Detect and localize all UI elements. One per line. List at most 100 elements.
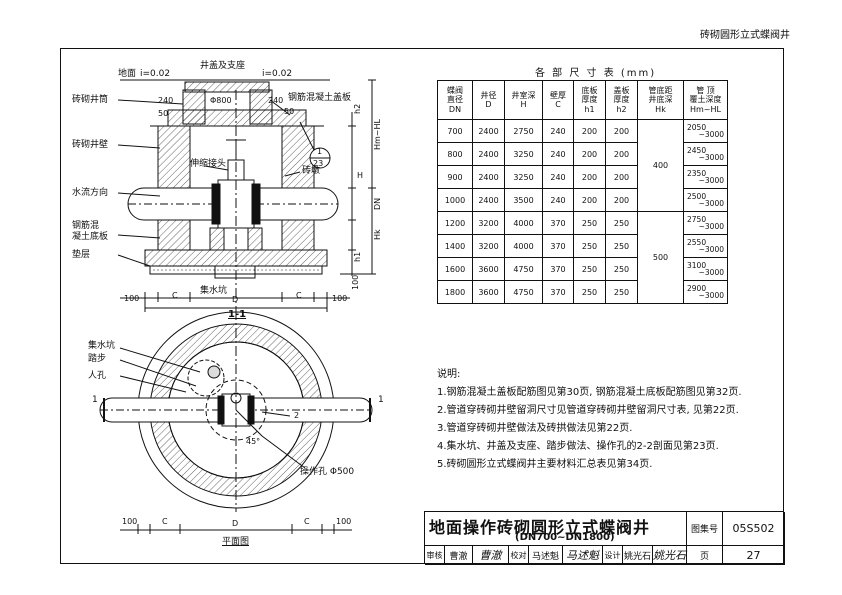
dim-section-bottom-3: D — [232, 295, 239, 304]
label-sump-plan: 集水坑 — [88, 341, 116, 351]
plan-view — [99, 310, 373, 534]
table-cell: 200 — [573, 188, 606, 212]
table-cell: 1400 — [437, 234, 473, 258]
cover-depth-max: ~3000 — [698, 130, 724, 139]
table-cell: 250 — [605, 257, 638, 281]
section-mark-2: 2 — [294, 411, 300, 420]
note-item: 2.管道穿砖砌井壁留洞尺寸见管道穿砖砌井壁留洞尺寸表, 见第22页. — [437, 405, 739, 416]
notes-section: 说明: 1.钢筋混凝土盖板配筋图见第30页, 钢筋混凝土底板配筋图见第32页. … — [437, 366, 742, 474]
label-manhole: 人孔 — [88, 371, 107, 381]
label-sump-section: 集水坑 — [200, 286, 228, 296]
designer-signature: 姚光石 — [653, 546, 687, 565]
label-operating-hole: 操作孔 Φ500 — [300, 467, 355, 477]
header-line: DN — [448, 104, 462, 114]
header-line: H — [520, 100, 527, 109]
table-cell: 370 — [542, 211, 574, 235]
header-line: 厚度 — [581, 95, 598, 105]
dim-50-left: 50 — [158, 109, 169, 118]
table-cell: 3600 — [472, 257, 505, 281]
table-cell: 4000 — [504, 211, 543, 235]
reviewer-name: 曹澈 — [445, 546, 473, 565]
cover-depth-max: ~3000 — [698, 222, 724, 231]
table-cell: 240 — [542, 188, 574, 212]
dim-section-bottom-2: C — [172, 291, 178, 300]
design-label: 设计 — [603, 546, 623, 565]
table-cell: 3600 — [472, 280, 505, 304]
table-cell: 900 — [437, 165, 473, 189]
dim-plan-bottom-5: 100 — [336, 517, 352, 526]
table-cell: 800 — [437, 142, 473, 166]
dim-plan-bottom-3: D — [232, 519, 239, 528]
table-cell-cover-depth: 2550~3000 — [683, 234, 728, 258]
table-cell-hk-group: 400 — [637, 119, 684, 212]
cover-depth-min: 2050 — [687, 122, 707, 132]
table-cell: 2400 — [472, 188, 505, 212]
table-cell: 200 — [605, 119, 638, 143]
cover-depth-min: 3100 — [687, 260, 707, 270]
label-ground: 地面 — [118, 69, 137, 79]
label-cushion: 垫层 — [72, 250, 91, 260]
table-cell: 700 — [437, 119, 473, 143]
page-label: 页 — [687, 546, 723, 565]
section-label: 1-1 — [228, 309, 247, 320]
label-expansion-joint: 伸缩接头 — [190, 159, 227, 169]
drawing-sheet-border — [60, 48, 784, 564]
dim-h: H — [357, 171, 364, 180]
table-cell: 370 — [542, 234, 574, 258]
header-line: Hm~HL — [690, 104, 721, 114]
table-cell: 370 — [542, 280, 574, 304]
table-cell: 3200 — [472, 211, 505, 235]
checker-signature: 马述魁 — [563, 546, 603, 565]
dim-h1: h1 — [353, 251, 362, 262]
atlas-number: 05S502 — [723, 512, 785, 546]
dim-hm-hl: Hm~HL — [373, 119, 382, 150]
header-line: 盖板 — [613, 86, 630, 96]
table-cell: 4000 — [504, 234, 543, 258]
table-cell: 200 — [573, 165, 606, 189]
drawing-title: 地面操作砖砌圆形立式蝶阀井 — [429, 518, 651, 537]
table-cell: 4750 — [504, 257, 543, 281]
label-rc-base-2: 凝土底板 — [72, 232, 109, 242]
label-rc-cover: 钢筋混凝土盖板 — [288, 93, 352, 103]
table-cell: 200 — [573, 119, 606, 143]
top-note: 砖砌圆形立式蝶阀井 — [700, 30, 790, 41]
table-cell: 1600 — [437, 257, 473, 281]
plan-label: 平面图 — [222, 537, 250, 547]
dim-50-right: 50 — [284, 107, 295, 116]
table-cell: 250 — [605, 211, 638, 235]
table-cell: 250 — [605, 280, 638, 304]
header-line: 井径 — [480, 90, 497, 100]
table-cell: 200 — [573, 142, 606, 166]
atlas-label: 图集号 — [687, 512, 723, 546]
note-item: 4.集水坑、井盖及支座、踏步做法、操作孔的2-2剖面见第23页. — [437, 441, 719, 452]
header-line: 蝶阀 — [447, 86, 463, 96]
label-brick-pier: 砖墩 — [302, 166, 321, 176]
table-cell: 200 — [605, 165, 638, 189]
note-item: 3.管道穿砖砌井壁做法及砖拱做法见第22页. — [437, 423, 633, 434]
table-cell: 1200 — [437, 211, 473, 235]
table-cell: 2400 — [472, 142, 505, 166]
header-line: 管 顶 — [696, 86, 715, 96]
cover-depth-min: 2750 — [687, 214, 707, 224]
cover-depth-min: 2450 — [687, 145, 707, 155]
header-line: h2 — [616, 104, 627, 114]
section-view — [117, 79, 376, 312]
cover-depth-min: 2900 — [687, 283, 707, 293]
dim-section-bottom-4: C — [296, 291, 302, 300]
label-slope-left: i=0.02 — [140, 69, 171, 79]
callout-top: 1 — [317, 147, 323, 156]
table-title: 各 部 尺 寸 表 (mm) — [535, 68, 657, 79]
section-mark-right: 1 — [378, 395, 384, 405]
